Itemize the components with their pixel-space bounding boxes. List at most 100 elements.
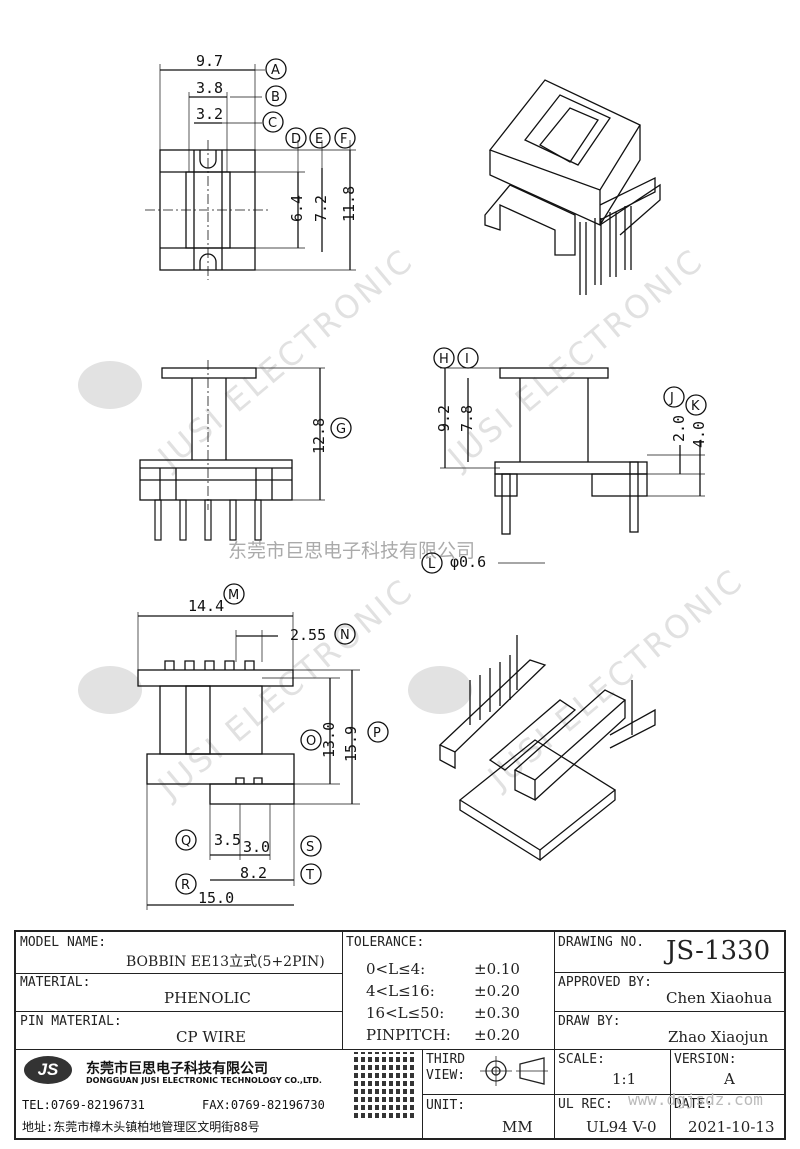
svg-text:C: C (268, 116, 277, 131)
date-value: 2021-10-13 (688, 1118, 775, 1136)
version-value: A (724, 1070, 735, 1088)
callout-P: P (367, 721, 389, 743)
iso-view-top (484, 79, 661, 295)
callout-N: N (334, 623, 356, 645)
tolerance-value-3: ±0.30 (474, 1004, 520, 1022)
dim-J-value: 2.0 (670, 415, 688, 442)
iso-view-bottom (438, 635, 656, 862)
pin-material-value: CP WIRE (176, 1028, 246, 1046)
technical-drawing: JUSI ELECTRONIC JUSI ELECTRONIC JUSI ELE… (78, 52, 751, 910)
title-block: MODEL NAME: BOBBIN EE13立式(5+2PIN) MATERI… (14, 930, 786, 1140)
svg-text:B: B (271, 90, 280, 105)
svg-text:G: G (336, 422, 346, 437)
svg-text:O: O (306, 734, 316, 749)
tolerance-range-2: 4<L≤16: (366, 982, 435, 1000)
top-view (145, 64, 356, 280)
model-name-value: BOBBIN EE13立式(5+2PIN) (126, 954, 325, 970)
watermark-brand-4: JUSI ELECTRONIC (479, 561, 751, 798)
callout-J: J (663, 386, 685, 408)
watermark: JUSI ELECTRONIC JUSI ELECTRONIC JUSI ELE… (78, 241, 751, 807)
dim-G-value: 12.8 (310, 418, 328, 454)
callout-A: A (265, 58, 287, 80)
svg-text:Q: Q (181, 834, 191, 849)
dim-R-value: 15.0 (198, 889, 234, 907)
third-view-label-2: VIEW: (426, 1068, 466, 1083)
dim-K-value: 4.0 (690, 421, 708, 448)
watermark-logo-3 (408, 666, 472, 714)
tolerance-value-2: ±0.20 (474, 982, 520, 1000)
watermark-company: 东莞市巨思电子科技有限公司 (228, 540, 475, 562)
approved-by-value: Chen Xiaohua (666, 989, 773, 1007)
tolerance-value-4: ±0.20 (474, 1026, 520, 1044)
callout-E: E (309, 127, 331, 149)
draw-by-value: Zhao Xiaojun (668, 1028, 769, 1046)
site-watermark: www.dgjsdz.com (628, 1090, 763, 1109)
version-label: VERSION: (674, 1052, 737, 1067)
dim-Q-value: 3.5 (214, 831, 241, 849)
dim-C-value: 3.2 (196, 105, 223, 123)
dim-F-value: 11.8 (340, 186, 358, 222)
pin-material-label: PIN MATERIAL: (20, 1014, 122, 1029)
callout-H: H (433, 347, 455, 369)
svg-text:R: R (181, 878, 190, 893)
callout-Q: Q (175, 829, 197, 851)
callout-T: T (300, 863, 322, 885)
dim-P-value: 15.9 (342, 726, 360, 762)
model-name-label: MODEL NAME: (20, 935, 107, 950)
dim-M-value: 14.4 (188, 597, 224, 615)
bottom-view (137, 612, 360, 910)
company-address: 地址:东莞市樟木头镇柏地管理区文明街88号 (22, 1120, 260, 1134)
qr-code (354, 1052, 414, 1118)
svg-text:S: S (306, 840, 314, 855)
scale-value: 1:1 (612, 1070, 637, 1088)
dim-E-value: 7.2 (312, 195, 330, 222)
callout-F: F (334, 127, 356, 149)
svg-text:A: A (271, 63, 280, 78)
callout-B: B (265, 85, 287, 107)
callout-G: G (330, 417, 352, 439)
scale-label: SCALE: (558, 1052, 605, 1067)
dim-B-value: 3.8 (196, 79, 223, 97)
svg-text:T: T (305, 868, 314, 883)
tolerance-value-1: ±0.10 (474, 960, 520, 978)
dim-S-value: 3.0 (243, 838, 270, 856)
watermark-logo-2 (78, 666, 142, 714)
svg-text:F: F (340, 132, 347, 147)
material-value: PHENOLIC (164, 989, 251, 1007)
callout-M: M (223, 583, 245, 605)
dim-D-value: 6.4 (288, 195, 306, 222)
callout-K: K (685, 394, 707, 416)
svg-text:J: J (669, 391, 674, 406)
company-logo: JS (24, 1056, 72, 1084)
svg-text:L: L (428, 557, 436, 572)
company-fax: FAX:0769-82196730 (202, 1098, 325, 1112)
company-tel: TEL:0769-82196731 (22, 1098, 145, 1112)
side-view (440, 367, 705, 564)
svg-text:I: I (465, 352, 469, 367)
watermark-logo-1 (78, 361, 142, 409)
third-angle-projection-icon (480, 1056, 548, 1086)
third-view-label-1: THIRD (426, 1052, 466, 1067)
unit-label: UNIT: (426, 1098, 466, 1113)
drawing-no-value: JS-1330 (666, 936, 771, 966)
unit-value: MM (502, 1118, 533, 1136)
ul-rec-label: UL REC: (558, 1097, 613, 1112)
dim-H-value: 9.2 (435, 405, 453, 432)
company-name-en: DONGGUAN JUSI ELECTRONIC TECHNOLOGY CO.,… (86, 1076, 322, 1085)
svg-text:D: D (291, 132, 301, 147)
tolerance-range-3: 16<L≤50: (366, 1004, 445, 1022)
callout-D: D (285, 127, 307, 149)
date-label: DATE: (674, 1097, 714, 1112)
ul-rec-value: UL94 V-0 (586, 1118, 657, 1136)
approved-by-label: APPROVED BY: (558, 975, 652, 990)
drawing-no-label: DRAWING NO. (558, 935, 645, 950)
material-label: MATERIAL: (20, 975, 91, 990)
svg-text:K: K (691, 399, 700, 414)
dim-O-value: 13.0 (320, 722, 338, 758)
dim-A-value: 9.7 (196, 52, 223, 70)
svg-text:E: E (315, 132, 323, 147)
dim-T-value: 8.2 (240, 864, 267, 882)
callout-R: R (175, 873, 197, 895)
watermark-brand-1: JUSI ELECTRONIC (149, 241, 421, 478)
svg-text:N: N (340, 628, 350, 643)
